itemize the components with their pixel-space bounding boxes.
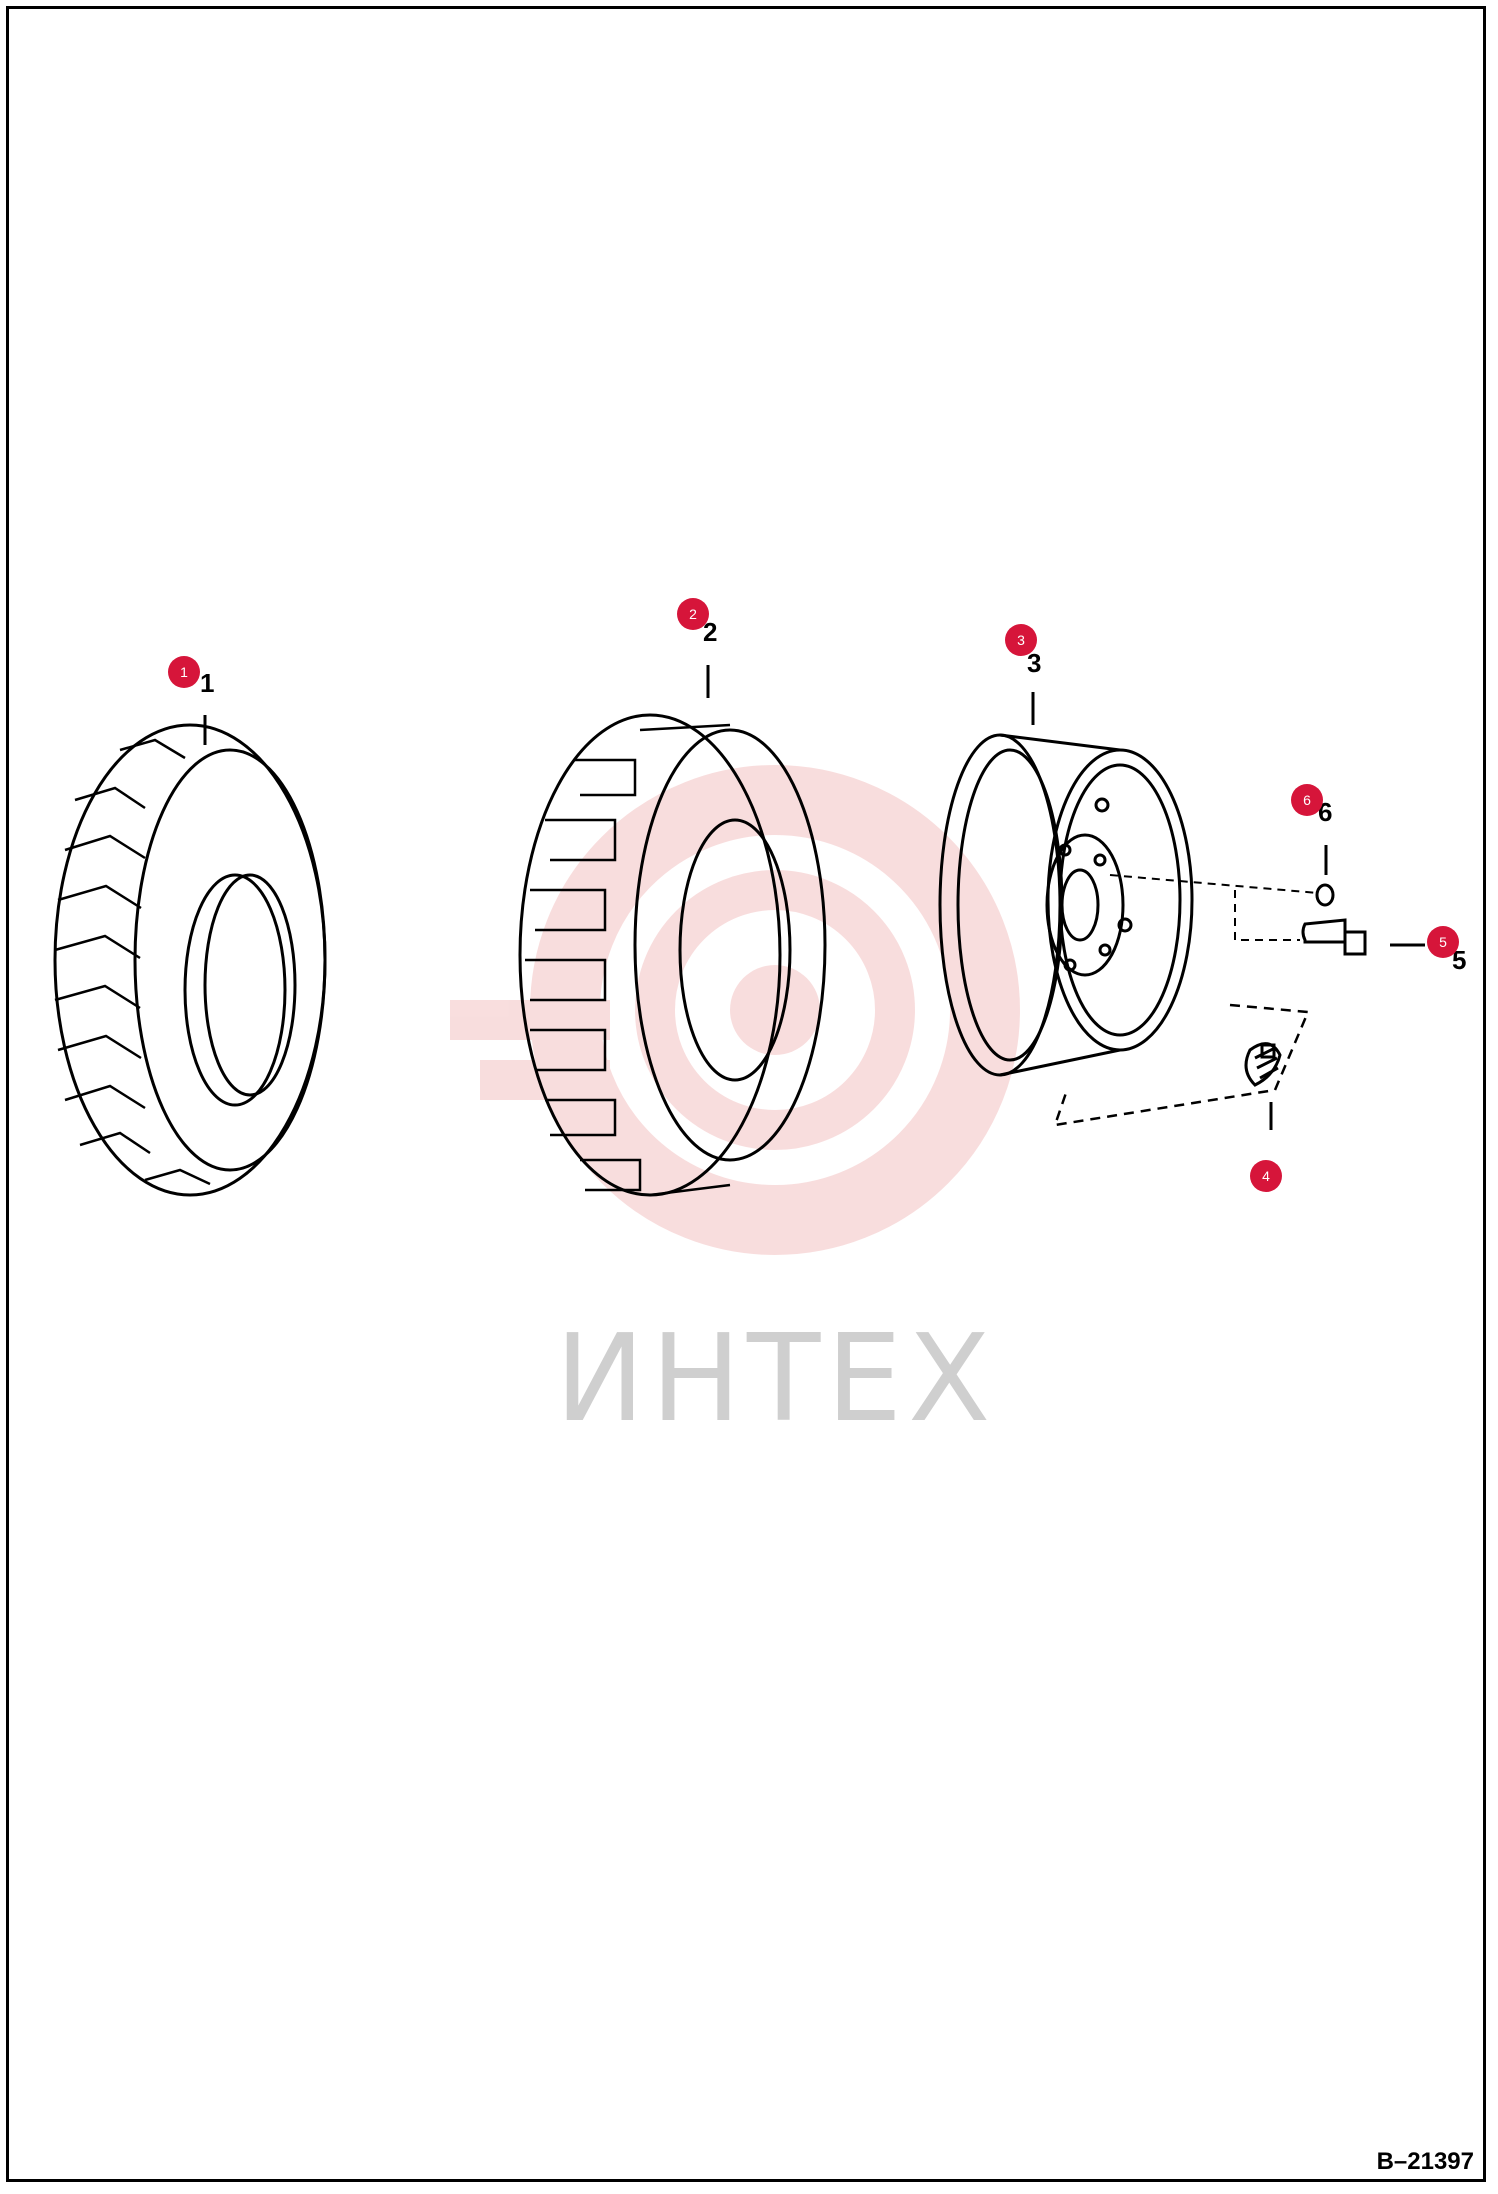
part-number-1: 1: [200, 668, 215, 698]
valve-stem: [1244, 1042, 1282, 1130]
callout-2[interactable]: 2: [677, 598, 709, 630]
page-border: [6, 6, 1486, 2182]
wheel-stud: [1301, 918, 1425, 956]
watermark-logo: [450, 765, 1020, 1255]
callout-4[interactable]: 4: [1250, 1160, 1282, 1192]
part-number-5: 5: [1452, 945, 1467, 975]
tire-middle: [518, 665, 827, 1197]
tire-left: [53, 715, 327, 1197]
part-number-3: 3: [1027, 648, 1042, 678]
callout-6[interactable]: 6: [1291, 784, 1323, 816]
callout-5[interactable]: 5: [1427, 926, 1459, 958]
watermark-text: ИНТЕХ: [555, 1310, 997, 1449]
part-number-2: 2: [703, 617, 718, 647]
callout-3[interactable]: 3: [1005, 624, 1037, 656]
lug-nut: [1315, 845, 1335, 907]
callout-1[interactable]: 1: [168, 656, 200, 688]
drawing-code: B–21397: [1376, 2148, 1474, 2175]
wheel-rim: [938, 692, 1319, 1127]
